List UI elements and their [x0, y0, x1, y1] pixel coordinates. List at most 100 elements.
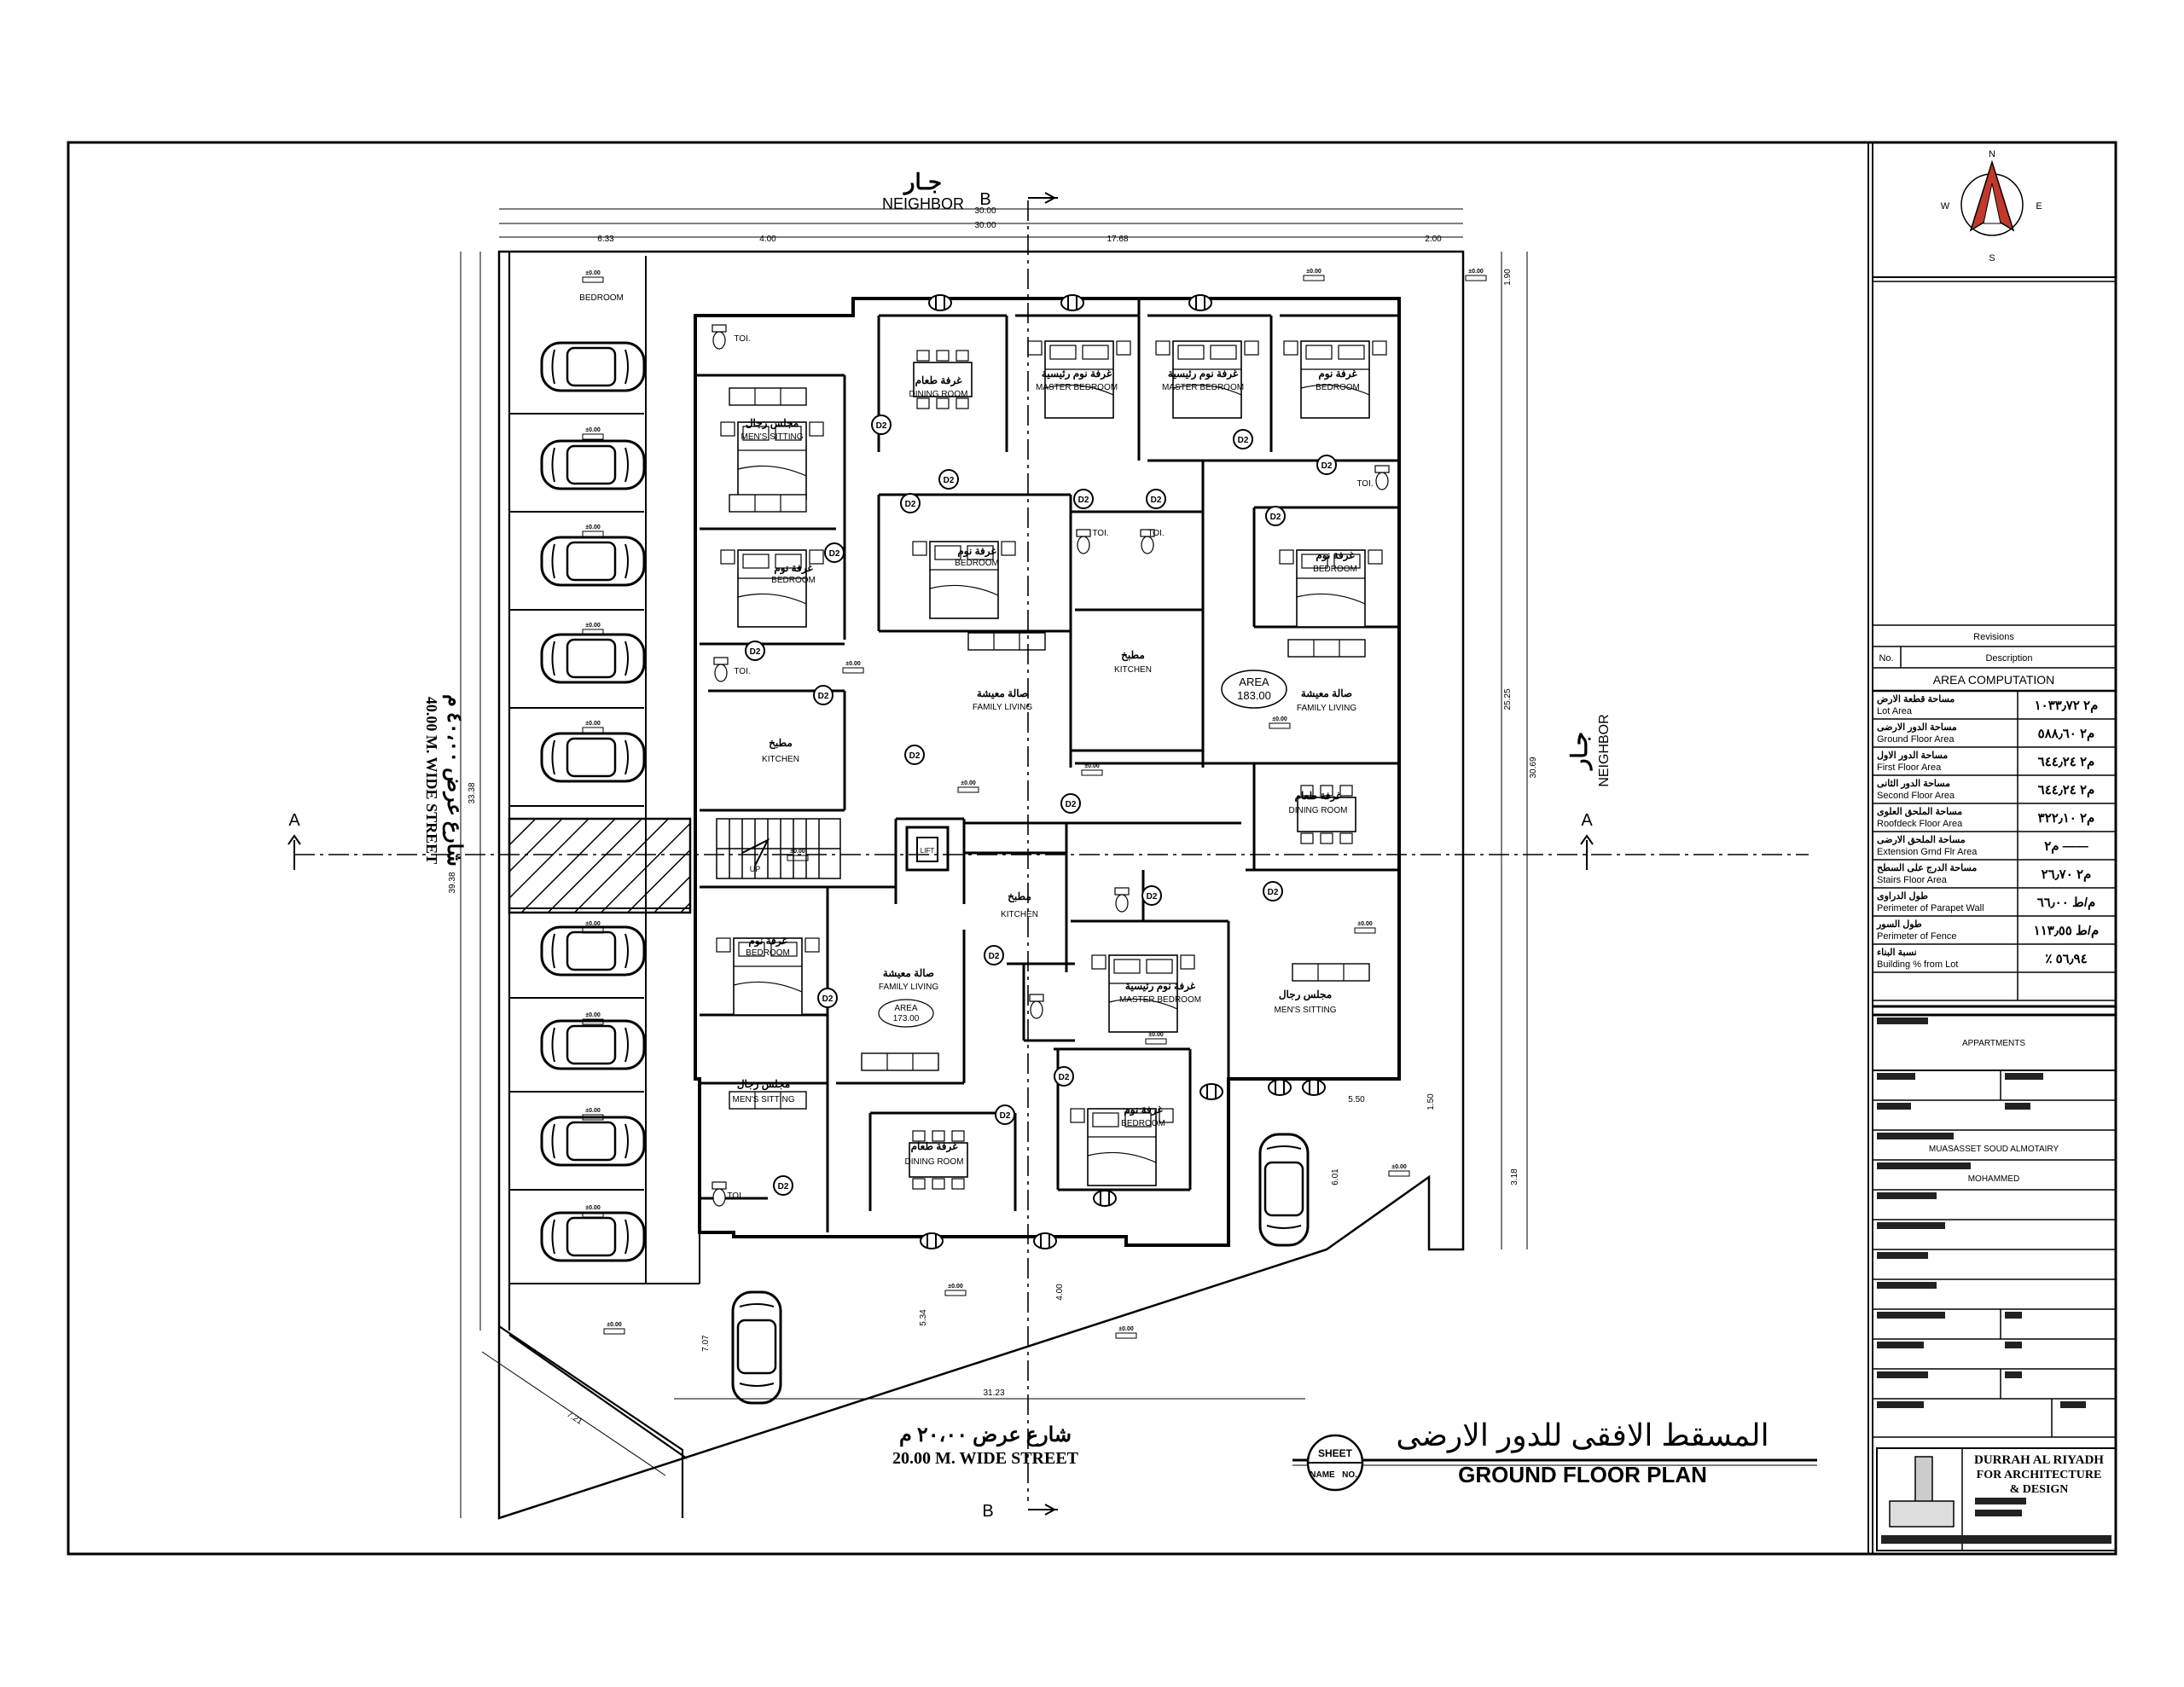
svg-text:FAMILY LIVING: FAMILY LIVING [973, 703, 1032, 712]
svg-text:39.38: 39.38 [448, 872, 457, 893]
area-row-value: م٢ ١٠٣٣٫٧٢ [2035, 699, 2099, 713]
street-bottom-ar: شارع عرض ٢٠،٠٠ م [899, 1424, 1072, 1447]
area-row-ar: طول الدراوى [1877, 891, 1928, 901]
neighbor-right-en: NEIGHBOR [1597, 714, 1612, 786]
svg-text:غرفة نوم: غرفة نوم [1318, 368, 1357, 380]
svg-text:مطبخ: مطبخ [1008, 890, 1031, 903]
company-name-1: DURRAH AL RIYADH [1974, 1453, 2104, 1467]
rev-col-no: No. [1879, 653, 1893, 664]
compass-e: E [2036, 201, 2042, 212]
area-row-value: ٪ ٥٦٫٩٤ [2045, 952, 2087, 966]
svg-text:KITCHEN: KITCHEN [1001, 910, 1038, 919]
svg-text:BEDROOM: BEDROOM [1313, 565, 1357, 574]
compass-w: W [1941, 201, 1950, 212]
area-row-value: م٢ ٣٢٢٫١٠ [2038, 811, 2095, 826]
company-name-3: & DESIGN [2010, 1483, 2069, 1496]
area-row-value: م/ط ٦٦٫٠٠ [2037, 896, 2096, 910]
svg-text:غرفة نوم رئيسية: غرفة نوم رئيسية [1042, 368, 1112, 380]
svg-text:غرفة نوم: غرفة نوم [957, 545, 996, 558]
area-row-value: م٢ —— [2044, 839, 2088, 854]
area-row-ar: مساحة الدرج على السطح [1877, 863, 1977, 873]
title-block [1873, 276, 2117, 1551]
svg-text:7.07: 7.07 [701, 1335, 711, 1352]
svg-text:DINING ROOM: DINING ROOM [1289, 806, 1348, 815]
svg-text:30.00: 30.00 [974, 206, 996, 216]
area-bubble-bottom [878, 999, 934, 1028]
area-label-bottom: AREA [894, 1004, 918, 1013]
svg-text:غرفة طعام: غرفة طعام [1295, 790, 1343, 803]
svg-text:31.23: 31.23 [983, 1388, 1004, 1398]
street-bottom-en: 20.00 M. WIDE STREET [892, 1449, 1079, 1468]
section-a-right: A [1581, 811, 1593, 830]
svg-text:5.50: 5.50 [1348, 1095, 1365, 1104]
svg-text:BEDROOM: BEDROOM [955, 559, 999, 568]
no-label: NO. [1342, 1470, 1357, 1480]
north-arrow [1960, 159, 2024, 236]
engineer-name: MOHAMMED [1968, 1174, 2020, 1184]
area-row-en: Perimeter of Fence [1877, 931, 1957, 942]
area-row-en: Extension Grnd Flr Area [1877, 847, 1978, 857]
area-row-en: First Floor Area [1877, 762, 1942, 773]
svg-text:غرفة نوم: غرفة نوم [1124, 1104, 1163, 1116]
svg-text:غرفة نوم رئيسية: غرفة نوم رئيسية [1168, 368, 1239, 380]
street-left-ar: شارع عرض ٤٠،٠٠ م [442, 694, 465, 867]
parking-area [508, 256, 700, 1284]
rev-col-desc: Description [1985, 653, 2032, 664]
area-row-en: Lot Area [1877, 706, 1913, 716]
company-name-2: FOR ARCHITECTURE [1977, 1469, 2102, 1481]
area-row-en: Perimeter of Parapet Wall [1877, 903, 1984, 913]
section-b-bottom: B [982, 1502, 993, 1521]
area-row-value: م/ط ١١٣٫٥٥ [2034, 924, 2100, 938]
area-value-bottom: 173.00 [893, 1014, 920, 1023]
title-underline [1292, 1434, 1817, 1492]
project-type: APPARTMENTS [1962, 1039, 2025, 1048]
svg-text:6.33: 6.33 [597, 235, 614, 244]
sheet-border [67, 141, 2117, 1556]
svg-text:MASTER BEDROOM: MASTER BEDROOM [1036, 383, 1118, 392]
area-row-value: م٢ ٢٦٫٧٠ [2042, 867, 2092, 882]
sheet-label: SHEET [1318, 1447, 1353, 1459]
stairs-up-label: UP [750, 865, 761, 873]
svg-text:TOI.: TOI. [1356, 479, 1373, 489]
lift [905, 826, 950, 872]
svg-text:FAMILY LIVING: FAMILY LIVING [1297, 704, 1356, 713]
area-row-ar: طول السور [1876, 919, 1922, 930]
client-name: MUASASSET SOUD ALMOTAIRY [1929, 1145, 2059, 1154]
building-walls [694, 297, 1401, 1247]
svg-text:33.38: 33.38 [468, 782, 477, 803]
compass-s: S [1989, 253, 1995, 264]
area-row-ar: نسبة البناء [1877, 948, 1917, 958]
svg-text:MASTER BEDROOM: MASTER BEDROOM [1119, 995, 1201, 1005]
neighbor-top-ar: جـار [903, 169, 942, 195]
neighbor-top-en: NEIGHBOR [882, 195, 964, 212]
svg-text:غرفة نوم: غرفة نوم [748, 935, 787, 948]
area-row-en: Ground Floor Area [1877, 734, 1955, 745]
svg-text:غرفة نوم رئيسية: غرفة نوم رئيسية [1125, 980, 1196, 993]
street-left-en: 40.00 M. WIDE STREET [423, 697, 440, 864]
site-boundary [497, 250, 1465, 1520]
svg-text:BEDROOM: BEDROOM [746, 948, 790, 958]
svg-text:6.01: 6.01 [1331, 1168, 1340, 1186]
svg-text:1.90: 1.90 [1503, 269, 1513, 286]
area-row-ar: مساحة قطعة الارض [1877, 694, 1955, 704]
svg-text:4.00: 4.00 [1055, 1284, 1065, 1301]
svg-text:1.50: 1.50 [1426, 1093, 1436, 1110]
area-row-ar: مساحة الملحق العلوى [1877, 807, 1962, 817]
svg-text:مطبخ: مطبخ [1121, 649, 1145, 662]
area-row-ar: مساحة الدور الاول [1877, 751, 1948, 761]
section-lines [294, 200, 1809, 1501]
svg-text:مجلس رجال: مجلس رجال [1279, 988, 1332, 1001]
svg-text:غرفة نوم: غرفة نوم [1316, 549, 1355, 562]
svg-text:MEN'S SITTING: MEN'S SITTING [741, 432, 803, 442]
svg-text:30.69: 30.69 [1529, 757, 1538, 778]
compass-n: N [1989, 149, 1995, 159]
plan-title-en: GROUND FLOOR PLAN [1458, 1462, 1707, 1487]
area-row-en: Stairs Floor Area [1877, 875, 1948, 885]
svg-text:BEDROOM: BEDROOM [1316, 383, 1360, 392]
neighbor-right-ar: جـار [1566, 732, 1593, 771]
svg-text:DINING ROOM: DINING ROOM [909, 390, 968, 399]
area-row-ar: مساحة الملحق الارضى [1877, 835, 1966, 845]
svg-text:BEDROOM: BEDROOM [1121, 1119, 1165, 1128]
svg-text:BEDROOM: BEDROOM [771, 576, 816, 585]
